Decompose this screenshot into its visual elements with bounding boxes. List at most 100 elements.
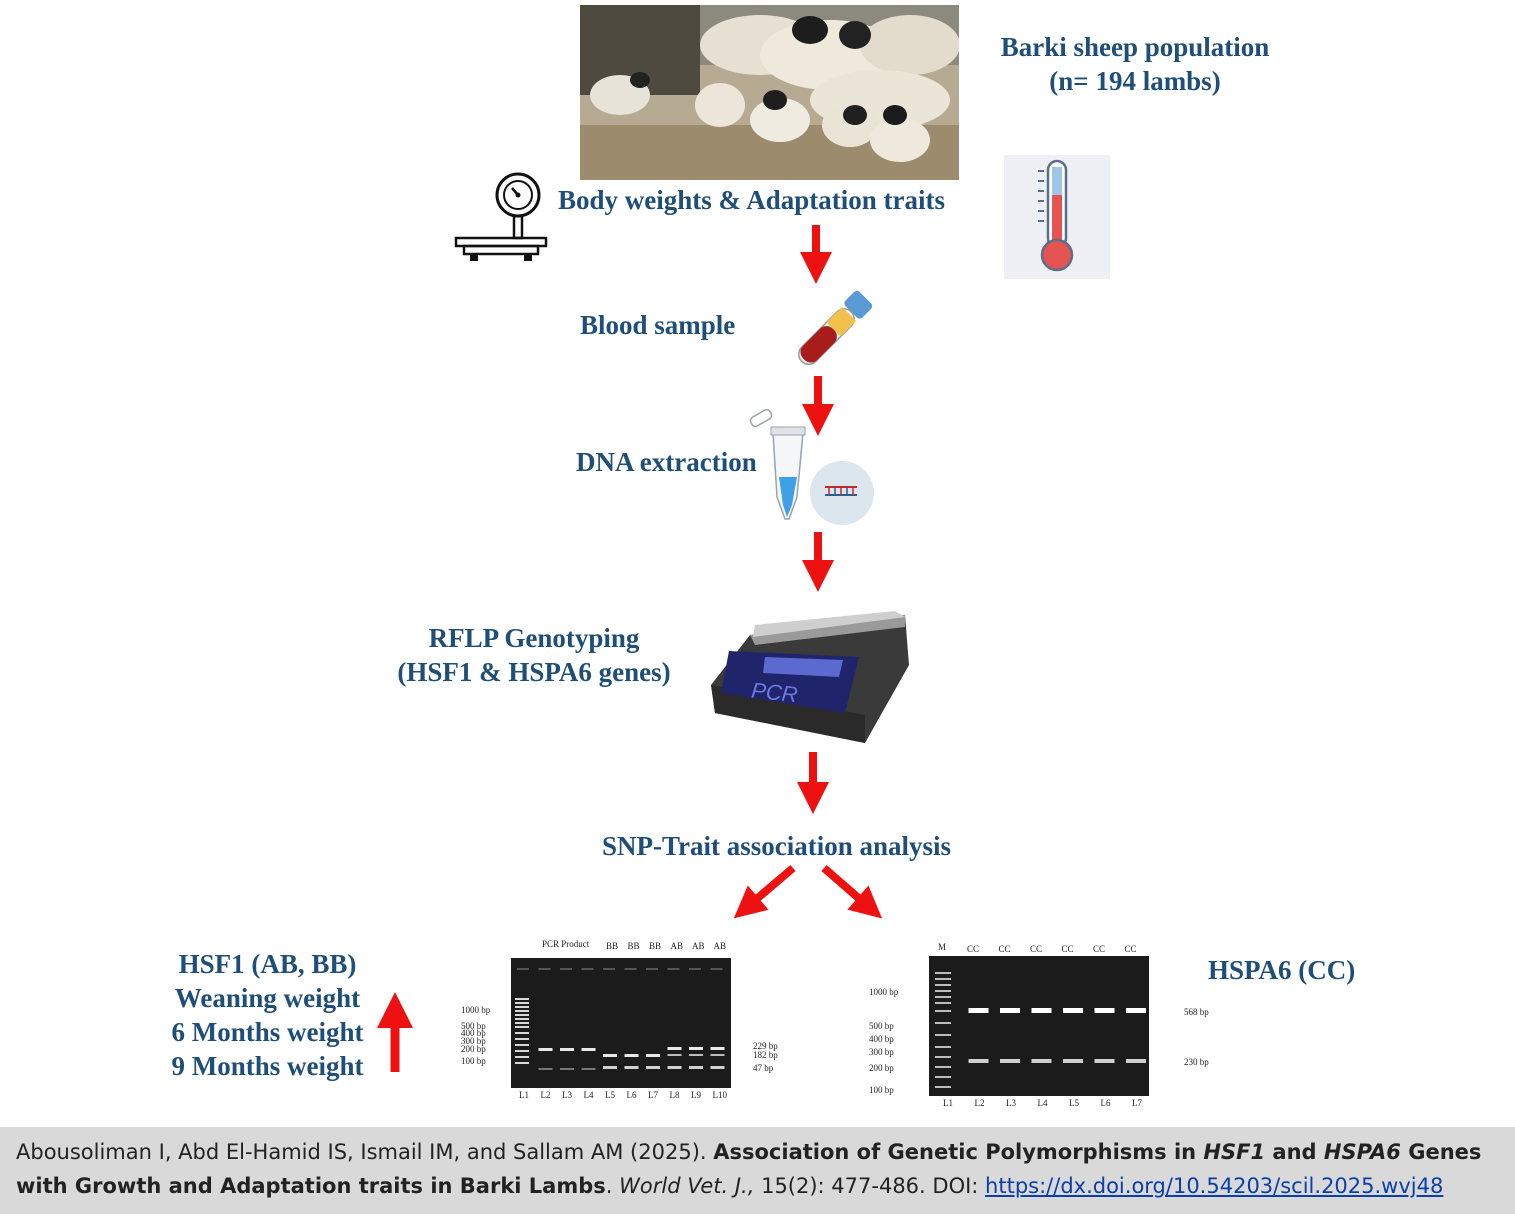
gel1-well [624, 968, 637, 970]
gel1-band [560, 1048, 574, 1051]
gel1-well [689, 968, 701, 970]
gel1-band [710, 1054, 725, 1056]
gel2-ladder-band [935, 1086, 951, 1088]
gel1-ladder-band [515, 1038, 529, 1040]
gel1-band [667, 1047, 682, 1050]
gel2-ladder-band [935, 1076, 951, 1078]
gel2-ladder-band [935, 1010, 951, 1012]
gel2-ladder-band [935, 978, 951, 980]
gel2-lane-label: L3 [1006, 1098, 1016, 1108]
gel1-marker-left: 200 bp [461, 1044, 486, 1054]
population-line1: Barki sheep population [1000, 32, 1270, 62]
gel2-lane-label: L5 [1069, 1098, 1079, 1108]
gel1-band [581, 1048, 596, 1051]
gel1-well [603, 968, 615, 970]
gel2-genotype-label: CC [998, 944, 1011, 954]
hsf1-result: HSF1 (AB, BB) Weaning weight 6 Months we… [150, 947, 385, 1083]
gel1-marker-left: 100 bp [461, 1056, 486, 1066]
gel1-ladder-band [515, 1014, 529, 1016]
gel1-lane-label: L7 [648, 1090, 658, 1100]
gel1-band [603, 1054, 617, 1057]
gel1-lane-label: L3 [562, 1090, 572, 1100]
gel1-genotype-label: BB [606, 941, 619, 951]
gel1-well [667, 968, 680, 970]
gel1-band [560, 1068, 574, 1070]
citation-bar: Abousoliman I, Abd El-Hamid IS, Ismail I… [0, 1127, 1515, 1214]
gel2-ladder-band [935, 990, 951, 992]
gel2-marker-left: 100 bp [869, 1085, 894, 1095]
gel1-lane-label: L9 [691, 1090, 701, 1100]
gel2-band-230 [1000, 1059, 1020, 1063]
weighing-scale-icon [450, 170, 550, 265]
gel2-marker-left: 1000 bp [869, 987, 899, 997]
population-title: Barki sheep population (n= 194 lambs) [970, 30, 1300, 98]
citation-gene2: HSPA6 [1323, 1140, 1401, 1164]
citation-volume: 15(2): 477-486. DOI: [754, 1174, 986, 1198]
gel1-lane-label: L1 [519, 1090, 529, 1100]
gel1-genotype-label: AB [670, 941, 684, 951]
gel1-well [538, 968, 551, 970]
gel1-ladder-band [515, 1022, 529, 1024]
gel1-ladder-band [515, 1056, 529, 1058]
gel1-genotype-label: BB [627, 941, 640, 951]
citation-authors: Abousoliman I, Abd El-Hamid IS, Ismail I… [16, 1140, 714, 1164]
gel1-pcr-header: PCR Product [542, 939, 590, 949]
gel1-ladder-band [515, 1018, 529, 1020]
gel1-genotype-label: AB [692, 941, 705, 951]
hspa6-result: HSPA6 (CC) [1208, 955, 1356, 985]
rflp-line1: RFLP Genotyping [428, 623, 640, 653]
gel2-band-230 [1094, 1059, 1115, 1063]
gel1-image [511, 958, 731, 1088]
sheep-photo [580, 5, 960, 180]
gel2-ladder-band [935, 1056, 951, 1058]
gel1-well [560, 968, 572, 970]
gel2-ladder-band [935, 1046, 951, 1048]
citation-title-c: Genes with Growth and Adaptation traits … [16, 1140, 1482, 1198]
gel1-marker-left: 400 bp [461, 1028, 486, 1038]
population-line2: (n= 194 lambs) [1049, 66, 1221, 96]
gel1-ladder-band [515, 1044, 529, 1046]
citation-sep: . [605, 1174, 620, 1198]
citation-title-b: and [1265, 1140, 1324, 1164]
arrow-right [821, 864, 883, 919]
gel1-band [667, 1054, 682, 1056]
gel1-band [581, 1068, 596, 1070]
dna-label: DNA extraction [576, 447, 757, 477]
gel1-marker-left: 1000 bp [461, 1005, 491, 1015]
gel2-ladder-band [935, 984, 951, 986]
citation-doi-link[interactable]: https://dx.doi.org/10.54203/scil.2025.wv… [985, 1174, 1444, 1198]
gel2-band-568 [1031, 1008, 1052, 1013]
gel2-marker-right: 568 bp [1184, 1007, 1209, 1017]
gel2-genotype-label: CC [1124, 944, 1137, 954]
gel1-band [624, 1054, 639, 1057]
gel2-band-568 [968, 1008, 989, 1013]
gel1-band [624, 1066, 639, 1069]
traits-label: Body weights & Adaptation traits [558, 185, 946, 215]
gel1-ladder-band [515, 1062, 529, 1064]
gel2-ladder-band [935, 996, 951, 998]
gel2-genotype-label: CC [967, 944, 980, 954]
gel1-ladder-band [515, 1026, 529, 1028]
gel2-marker-left: 500 bp [869, 1021, 894, 1031]
gel1-well [646, 968, 658, 970]
gel1-well [710, 968, 723, 970]
gel1-ladder-band [515, 998, 529, 1000]
gel1-marker-right: 47 bp [753, 1063, 774, 1073]
gel2-genotype-label: CC [1093, 944, 1106, 954]
rflp-line2: (HSF1 & HSPA6 genes) [397, 657, 671, 687]
blood-label: Blood sample [580, 310, 736, 340]
gel1-marker-right: 182 bp [753, 1050, 778, 1060]
gel2-band-568 [1000, 1008, 1020, 1013]
gel2-band-568 [1126, 1008, 1146, 1013]
gel1-band [689, 1054, 703, 1056]
gel1-ladder-band [515, 1032, 529, 1034]
gel1-ladder-band [515, 1002, 529, 1004]
gel1-lane-label: L2 [540, 1090, 551, 1100]
gel2-genotype-label: CC [1030, 944, 1043, 954]
gel1-band [689, 1047, 703, 1050]
hsf1-weaning: Weaning weight [174, 983, 361, 1013]
gel2-band-230 [968, 1059, 989, 1063]
gel2-ladder-band [935, 1034, 951, 1036]
gel2-band-230 [1031, 1059, 1052, 1063]
